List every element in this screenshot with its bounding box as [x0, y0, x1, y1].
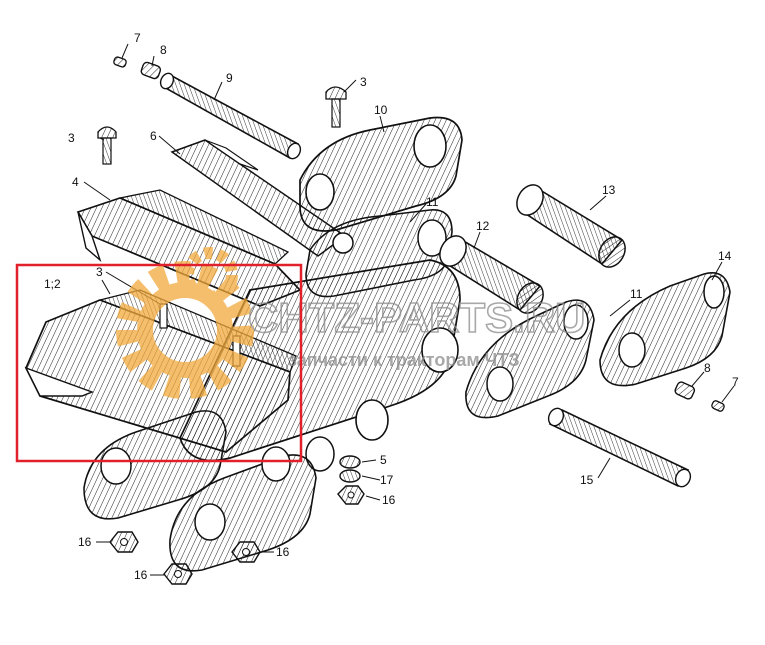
callout-9: 9: [226, 71, 233, 85]
track-pin-part-9: [159, 72, 302, 160]
nut-part-16-c: [163, 563, 193, 585]
callout-7-right: 7: [732, 375, 739, 389]
pin-part-7-right: [711, 400, 725, 412]
spring-washer-part-17: [339, 469, 361, 483]
callout-3-top: 3: [360, 75, 367, 89]
callout-12: 12: [476, 219, 490, 233]
track-link-part-11-right: [465, 299, 595, 419]
bushing-part-12: [439, 235, 544, 314]
callout-3-left: 3: [68, 131, 75, 145]
callout-3-box: 3: [96, 265, 103, 279]
callout-16-right: 16: [276, 545, 290, 559]
bushing-part-13: [516, 184, 626, 268]
watermark-brand: CHTZ-PARTS.RU: [248, 294, 586, 341]
leader-lines: [83, 43, 735, 576]
track-link-part-10: [299, 116, 463, 232]
callout-14: 14: [718, 249, 732, 263]
callout-16-center: 16: [382, 493, 396, 507]
nut-part-16-a: [109, 531, 139, 553]
callout-16-left: 16: [78, 535, 92, 549]
callout-labels: 7 8 9 3 3 6 10 4 11 12 13 14 11 8 7 15 3…: [44, 31, 739, 582]
callout-13: 13: [602, 183, 616, 197]
washer-part-5: [339, 455, 361, 469]
pin-part-7: [113, 56, 127, 68]
callout-5: 5: [380, 453, 387, 467]
bolt-part-3-left: [97, 126, 117, 165]
track-link-part-14: [599, 272, 731, 387]
nut-part-16-center: [337, 485, 365, 505]
gear-icon: [116, 247, 254, 399]
callout-6: 6: [150, 129, 157, 143]
callout-17: 17: [380, 473, 394, 487]
callout-11-upper: 11: [426, 195, 439, 209]
track-link-lower-front: [169, 446, 317, 572]
callout-4: 4: [72, 175, 79, 189]
callout-8-right: 8: [704, 361, 711, 375]
bolt-part-3-top: [325, 86, 347, 128]
bushing-part-8-right: [674, 381, 696, 400]
highlight-box: [15, 263, 303, 463]
callout-7-top: 7: [134, 31, 141, 45]
callout-11-right: 11: [630, 287, 643, 301]
callout-1-2: 1;2: [44, 277, 61, 291]
plate-part-6: [170, 139, 347, 257]
callout-15: 15: [580, 473, 594, 487]
watermark: CHTZ-PARTS.RU запчасти к тракторам ЧТЗ: [116, 247, 586, 399]
callout-16-bottom: 16: [134, 568, 148, 582]
watermark-tagline: запчасти к тракторам ЧТЗ: [288, 350, 520, 370]
callout-8-top: 8: [160, 43, 167, 57]
bushing-part-8: [140, 61, 162, 80]
nut-part-16-b: [231, 541, 261, 563]
callout-10: 10: [374, 103, 388, 117]
track-pin-part-15: [547, 407, 692, 488]
